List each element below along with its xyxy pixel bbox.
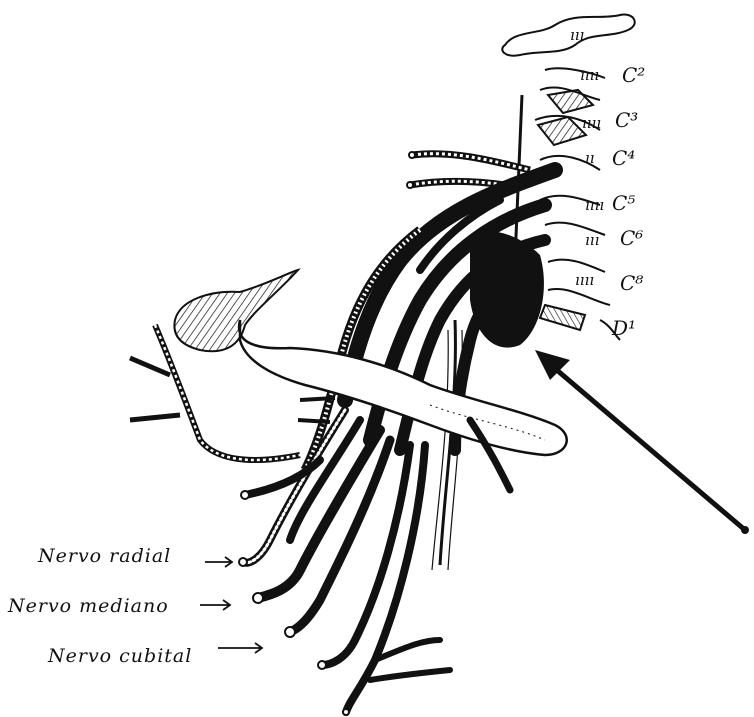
label-c3: C³ xyxy=(615,108,638,132)
svg-text:ıııı: ıııı xyxy=(580,66,599,84)
svg-text:ııı: ııı xyxy=(585,231,599,249)
left-branches xyxy=(130,325,340,460)
label-c4: C⁴ xyxy=(612,146,635,170)
vertebra-labels: C² C³ C⁴ C⁵ C⁶ C⁸ D¹ xyxy=(611,63,645,340)
svg-text:ııı: ııı xyxy=(570,26,584,44)
label-radial-group: Nervo radial xyxy=(37,545,232,567)
label-c8: C⁸ xyxy=(620,271,643,295)
label-radial: Nervo radial xyxy=(37,545,171,567)
label-c2: C² xyxy=(622,63,645,87)
svg-text:ıııı: ıııı xyxy=(582,114,601,132)
label-c5: C⁵ xyxy=(612,191,635,215)
label-c6: C⁶ xyxy=(620,226,643,250)
svg-text:ıııı: ıııı xyxy=(585,196,604,214)
label-cubital-group: Nervo cubital xyxy=(47,643,262,667)
skull-base: ııı xyxy=(502,15,634,56)
svg-text:ıı: ıı xyxy=(585,149,595,167)
acromion xyxy=(174,270,298,351)
label-mediano-group: Nervo mediano xyxy=(7,595,230,617)
label-d1: D¹ xyxy=(611,316,636,340)
label-mediano: Nervo mediano xyxy=(7,595,169,617)
label-cubital: Nervo cubital xyxy=(47,645,192,667)
ulnar-nerve-cord xyxy=(322,445,410,665)
svg-text:ıııı: ıııı xyxy=(575,271,594,289)
